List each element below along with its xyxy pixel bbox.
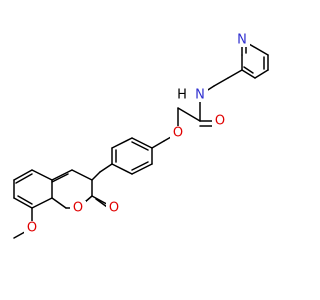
atom-mask [234,33,250,47]
bond [131,137,153,149]
bond [17,195,33,205]
bond [131,161,149,171]
bond [15,173,33,184]
amide-oxygen: O [215,114,225,129]
bond [51,169,73,181]
bond [111,163,133,175]
ether-oxygen: O [173,126,183,141]
atom-mask [192,88,208,102]
atom-mask [70,201,86,215]
atom-label-layer: N N H O O O O O [24,33,250,236]
atom-mask [175,88,189,102]
bond [111,137,133,149]
methoxy-oxygen: O [27,221,37,236]
atom-mask [170,126,186,140]
amide-hydrogen: H [177,88,187,103]
atom-mask [24,221,40,235]
bond [99,163,113,173]
bond [51,173,69,183]
bond [31,197,53,209]
amide-nitrogen: N [195,88,205,103]
bond [151,140,165,149]
bond [241,69,256,79]
atom-mask [106,201,122,215]
bond [213,77,229,87]
bond [31,169,53,181]
bond [91,171,101,181]
bond [13,197,33,209]
bond [131,141,149,151]
lactone-oxygen: O [109,201,119,216]
bond [131,163,153,175]
atom-mask [212,114,228,128]
ring-oxygen: O [73,201,83,216]
pyridine-nitrogen: N [237,33,247,48]
bond [13,169,33,181]
bond [177,107,201,122]
bond [51,197,67,209]
molecule-structure: N N H O O O O O [13,33,269,239]
bond [71,169,93,181]
bond-layer [13,39,269,239]
bond [254,69,269,79]
bond [243,66,254,74]
bond [227,69,243,79]
